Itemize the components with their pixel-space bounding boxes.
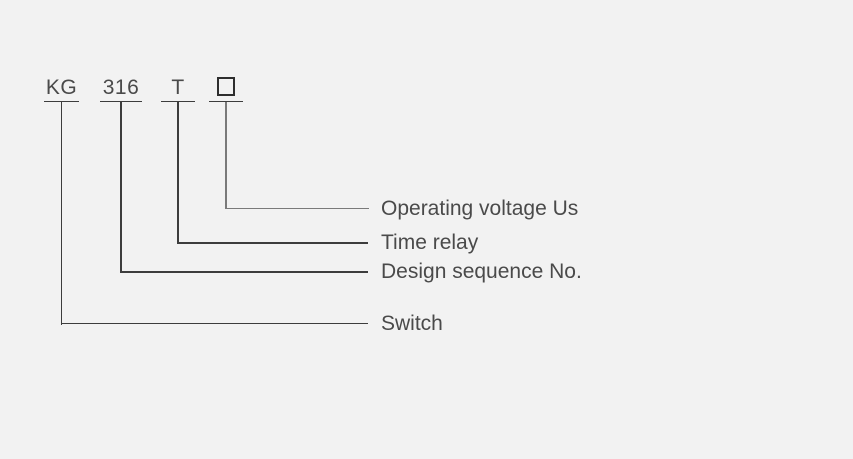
leader-line-time-relay [177, 242, 369, 244]
designation-label-voltage: Operating voltage Us [381, 196, 579, 220]
designation-label-switch: Switch [381, 312, 443, 335]
designation-label-design-sequence: Design sequence No. [381, 260, 582, 284]
code-segment-time-relay: T [161, 74, 195, 102]
designation-label-time-relay: Time relay [381, 231, 479, 255]
code-segment-voltage [209, 74, 243, 102]
connector-vertical-voltage [225, 102, 227, 209]
empty-box-icon [217, 77, 235, 96]
connector-vertical-time-relay [177, 102, 179, 244]
code-text-kg: KG [45, 76, 78, 99]
code-segment-design-sequence: 316 [100, 74, 142, 102]
code-segment-switch: KG [44, 74, 79, 102]
connector-vertical-switch [60, 102, 63, 325]
leader-line-design-sequence [120, 271, 369, 273]
connector-vertical-design-sequence [120, 102, 122, 273]
code-text-t: T [171, 76, 185, 99]
leader-line-switch [60, 322, 368, 325]
leader-line-voltage [225, 207, 370, 209]
code-text-316: 316 [102, 76, 140, 99]
